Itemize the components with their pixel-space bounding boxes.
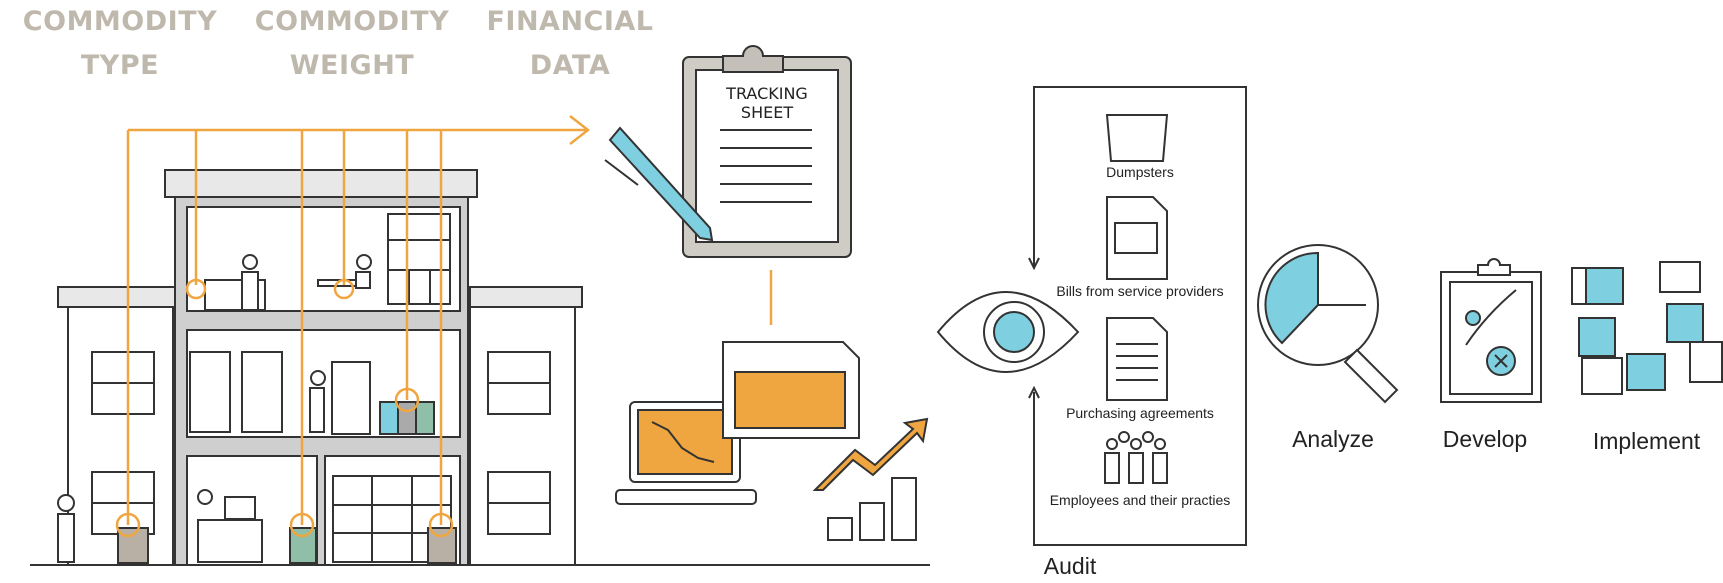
dumpster-icon bbox=[1105, 114, 1169, 162]
sensor-2 bbox=[185, 278, 207, 300]
reception-desk bbox=[197, 519, 263, 563]
bin-gray bbox=[397, 401, 417, 435]
right-wing-roof bbox=[469, 286, 583, 308]
sensor-4 bbox=[333, 278, 355, 300]
person-left-body bbox=[241, 271, 259, 311]
analyze-icon bbox=[1257, 244, 1399, 404]
bookshelf bbox=[387, 213, 451, 305]
step-analyze: Analyze bbox=[1292, 426, 1374, 452]
sensor-5 bbox=[394, 387, 420, 413]
report-document-icon bbox=[722, 341, 860, 439]
audit-label: Audit bbox=[1043, 553, 1097, 579]
restroom-door-2 bbox=[241, 351, 283, 433]
audit-panel bbox=[1028, 86, 1247, 546]
step-implement: Implement bbox=[1592, 428, 1701, 454]
pen-icon bbox=[604, 126, 714, 242]
agreement-document-icon bbox=[1106, 317, 1168, 401]
bin-blue bbox=[379, 401, 399, 435]
person-right-head bbox=[356, 254, 372, 270]
sensor-3 bbox=[289, 512, 315, 538]
audit-arrow-up bbox=[1028, 385, 1040, 399]
restroom-door-1 bbox=[189, 351, 231, 433]
eye-icon bbox=[936, 291, 1080, 373]
clipboard-clip bbox=[722, 45, 784, 73]
audit-item-dumpsters: Dumpsters bbox=[1106, 164, 1174, 180]
audit-arrow-down bbox=[1028, 257, 1040, 271]
audit-item-bills: Bills from service providers bbox=[1056, 283, 1224, 299]
bill-document-icon bbox=[1106, 196, 1168, 280]
arrow-head bbox=[569, 115, 591, 145]
audit-item-employees: Employees and their practies bbox=[1049, 492, 1231, 508]
bin-green bbox=[415, 401, 435, 435]
vending-machine bbox=[331, 361, 371, 435]
audit-item-purchasing: Purchasing agreements bbox=[1066, 405, 1214, 421]
person-mid-head bbox=[310, 370, 326, 386]
tracking-sheet-clipboard bbox=[682, 45, 852, 258]
data-flow-lines bbox=[115, 115, 591, 538]
sensor-1 bbox=[115, 512, 141, 538]
implement-icon bbox=[1571, 261, 1723, 395]
outside-person-head bbox=[57, 494, 75, 512]
step-develop: Develop bbox=[1442, 426, 1528, 452]
main-roof bbox=[164, 169, 478, 198]
sensor-6 bbox=[428, 512, 454, 538]
employees-icon bbox=[1104, 431, 1168, 484]
left-wing-roof bbox=[57, 286, 179, 308]
monitor bbox=[224, 496, 256, 520]
building bbox=[30, 169, 930, 566]
growth-chart-icon bbox=[812, 417, 929, 541]
outside-person-body bbox=[57, 513, 75, 563]
person-left-head bbox=[242, 254, 258, 270]
laptop-icon bbox=[615, 401, 757, 505]
develop-icon bbox=[1440, 258, 1542, 403]
